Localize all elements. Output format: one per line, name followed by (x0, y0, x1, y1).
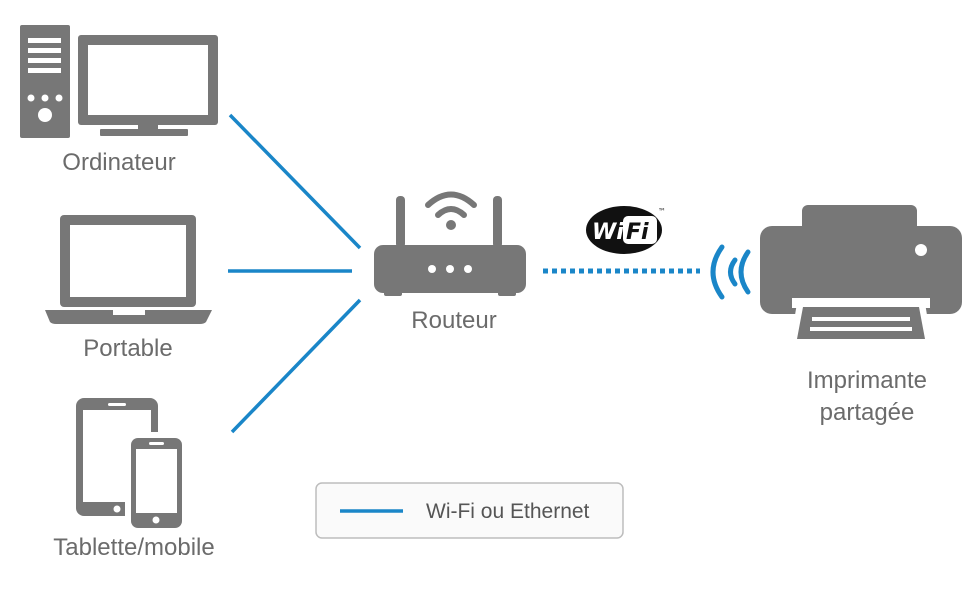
router-wifi-signal-icon (425, 191, 477, 218)
printer-icon (760, 205, 962, 345)
wifi-logo-text-wi: Wi (592, 220, 624, 245)
printer-label-line1: Imprimante (807, 367, 927, 394)
link-computer-router (228, 113, 362, 250)
legend: Wi-Fi ou Ethernet (315, 482, 624, 539)
wifi-logo-trademark: ™ (658, 207, 666, 216)
mobile-icon (131, 438, 182, 528)
printer-wifi-signal-icon (710, 244, 751, 300)
computer-label: Ordinateur (62, 149, 175, 176)
connection-lines (228, 113, 700, 434)
legend-label: Wi-Fi ou Ethernet (426, 500, 590, 523)
router-icon (374, 191, 526, 296)
laptop-label: Portable (83, 335, 172, 362)
wifi-logo-text-fi: Fi (626, 220, 649, 245)
legend-box (315, 482, 624, 539)
laptop-icon (45, 215, 212, 324)
wifi-logo-icon: Wi Fi ™ (586, 206, 666, 254)
computer-icon (20, 25, 218, 138)
router-label: Routeur (411, 307, 496, 334)
link-tablet-router (230, 298, 362, 434)
printer-label-line2: partagée (820, 399, 915, 426)
tablet-label: Tablette/mobile (53, 534, 214, 561)
